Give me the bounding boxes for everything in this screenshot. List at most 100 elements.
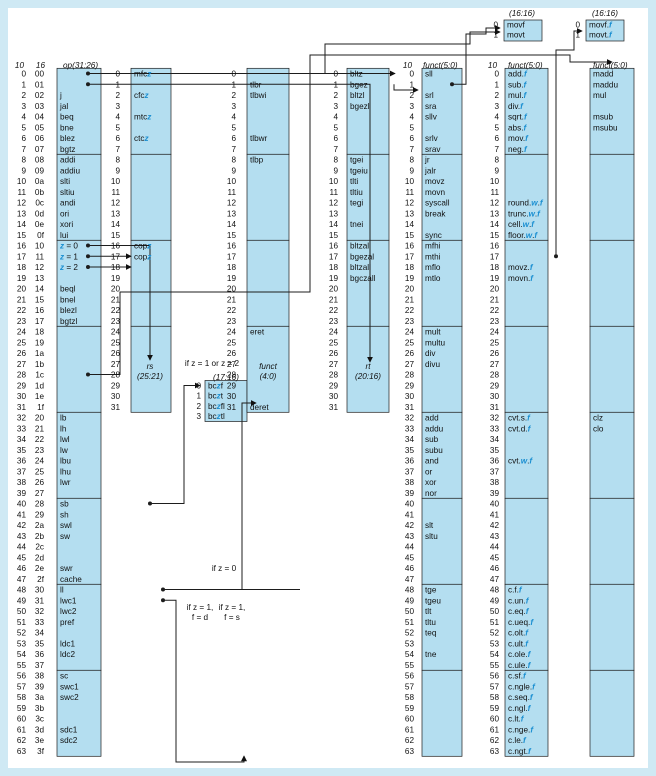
rt-number: 15: [329, 231, 339, 240]
rt-number: 9: [333, 166, 338, 175]
funct-c-cell-group-3: [589, 325, 635, 413]
rt-number: 2: [333, 91, 338, 100]
rt-number: 31: [329, 403, 339, 412]
op-hex-number: 10: [35, 242, 45, 251]
funct-b-dec-header: 10: [488, 61, 498, 70]
connector-movci: [452, 25, 501, 85]
op-cell-entry: sltiu: [60, 188, 75, 197]
op-cell-entry: bne: [60, 123, 74, 132]
rs-number: 29: [111, 381, 121, 390]
funct-b-number: 44: [490, 543, 500, 552]
funct4-number: 15: [227, 231, 237, 240]
op-cell-entry: bgtz: [60, 145, 75, 154]
op-hex-number: 2b: [35, 532, 45, 541]
rs-number: 24: [111, 328, 121, 337]
bc-entry: bcztl: [208, 412, 225, 421]
funct-a-cell-entry: srav: [425, 145, 441, 154]
funct-c-cell-group-4: [589, 411, 635, 499]
funct-c-cell-entry: madd: [593, 70, 614, 79]
funct-a-number: 34: [405, 435, 415, 444]
funct-b-cell-entry: c.ule.f: [508, 661, 532, 670]
funct-a-number: 10: [405, 177, 415, 186]
funct-b-number: 52: [490, 629, 500, 638]
funct-a-cell-entry: movz: [425, 177, 445, 186]
op-cell-entry: jal: [59, 102, 68, 111]
op-dec-number: 8: [21, 156, 26, 165]
op-cell-entry: blezl: [60, 306, 77, 315]
funct-a-number: 36: [405, 457, 415, 466]
op-hex-number: 26: [35, 478, 45, 487]
op-hex-number: 04: [35, 113, 45, 122]
op-cell-entry: ori: [60, 209, 69, 218]
op-dec-number: 23: [17, 317, 27, 326]
funct-a-number: 56: [405, 672, 415, 681]
op-hex-number: 28: [35, 500, 45, 509]
funct-b-number: 41: [490, 510, 500, 519]
movf-group: [503, 19, 543, 42]
op-dec-number: 62: [17, 736, 27, 745]
rs-number: 31: [111, 403, 121, 412]
funct4-number: 9: [231, 166, 236, 175]
op-hex-number: 0e: [35, 220, 45, 229]
funct-b-cell-group-7: [504, 669, 549, 757]
funct-a-cell-entry: mult: [425, 328, 441, 337]
funct-c-cell-entry: msubu: [593, 123, 618, 132]
funct-a-cell-entry: movn: [425, 188, 445, 197]
funct-a-dec-header: 10: [403, 61, 413, 70]
funct-b-number: 32: [490, 414, 500, 423]
funct-b-number: 29: [490, 381, 500, 390]
funct-a-number: 15: [405, 231, 415, 240]
rs-number: 15: [111, 231, 121, 240]
funct-a-number: 6: [409, 134, 414, 143]
op-dec-number: 32: [17, 414, 27, 423]
funct-a-cell-entry: sync: [425, 231, 442, 240]
funct-a-number: 45: [405, 553, 415, 562]
op-cell-entry: swl: [60, 521, 72, 530]
funct-b-cell-entry: c.seq.f: [508, 693, 534, 702]
op-dec-number: 63: [17, 747, 27, 756]
rs-number: 2: [115, 91, 120, 100]
funct-a-cell-entry: jalr: [424, 166, 436, 175]
rs-number: 28: [111, 371, 121, 380]
funct-b-cell-entry: c.ngt.f: [508, 747, 532, 756]
rt-cell-entry: bltzal: [350, 242, 369, 251]
op-cell-entry: ll: [60, 586, 64, 595]
op-hex-number: 00: [35, 70, 45, 79]
op-dec-number: 35: [17, 446, 27, 455]
connector-special2: [88, 54, 613, 375]
funct4-number: 28: [227, 371, 237, 380]
funct-b-number: 45: [490, 553, 500, 562]
op-cell-entry: slti: [60, 177, 70, 186]
connector-movcf: [555, 28, 583, 257]
op-dec-number: 20: [17, 285, 27, 294]
funct-a-cell-entry: tne: [425, 650, 437, 659]
funct-a-number: 33: [405, 424, 415, 433]
funct-c-cell-entry: maddu: [593, 80, 618, 89]
funct-b-cell-entry: sub.f: [508, 80, 527, 89]
funct-a-cell-group-0: [421, 67, 463, 155]
op-hex-number: 3e: [35, 736, 45, 745]
op-hex-header: 16: [36, 61, 46, 70]
rt-number: 18: [329, 263, 339, 272]
rt-number: 21: [329, 295, 339, 304]
funct-a-cell-entry: divu: [425, 360, 440, 369]
funct-b-number: 20: [490, 285, 500, 294]
funct-a-number: 49: [405, 596, 415, 605]
op-cell-entry: lwr: [60, 478, 71, 487]
funct4-number: 12: [227, 199, 237, 208]
op-hex-number: 35: [35, 639, 45, 648]
rs-number: 13: [111, 209, 121, 218]
op-dec-number: 17: [17, 252, 27, 261]
funct-a-number: 25: [405, 338, 415, 347]
rt-number: 24: [329, 328, 339, 337]
funct-b-number: 57: [490, 682, 500, 691]
op-dec-number: 55: [17, 661, 27, 670]
funct4-number: 27: [227, 360, 237, 369]
op-cell-entry: lbu: [60, 457, 71, 466]
op-hex-number: 3f: [37, 747, 45, 756]
funct-b-number: 18: [490, 263, 500, 272]
funct-c-header: funct(5:0): [593, 61, 628, 70]
condition-note: if z = 1,: [187, 603, 214, 612]
rs-number: 11: [112, 188, 121, 197]
funct-b-cell-entry: add.f: [508, 70, 528, 79]
